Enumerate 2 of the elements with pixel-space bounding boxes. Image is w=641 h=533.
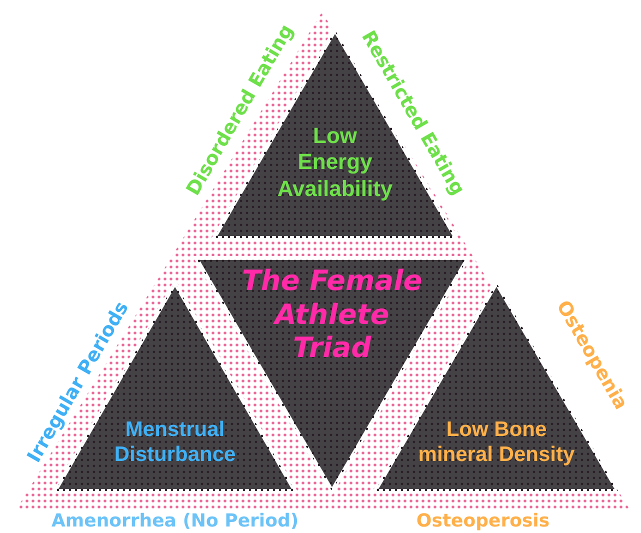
side-label: Osteoperosis [416,510,550,532]
side-label: Amenorrhea (No Period) [51,510,299,532]
